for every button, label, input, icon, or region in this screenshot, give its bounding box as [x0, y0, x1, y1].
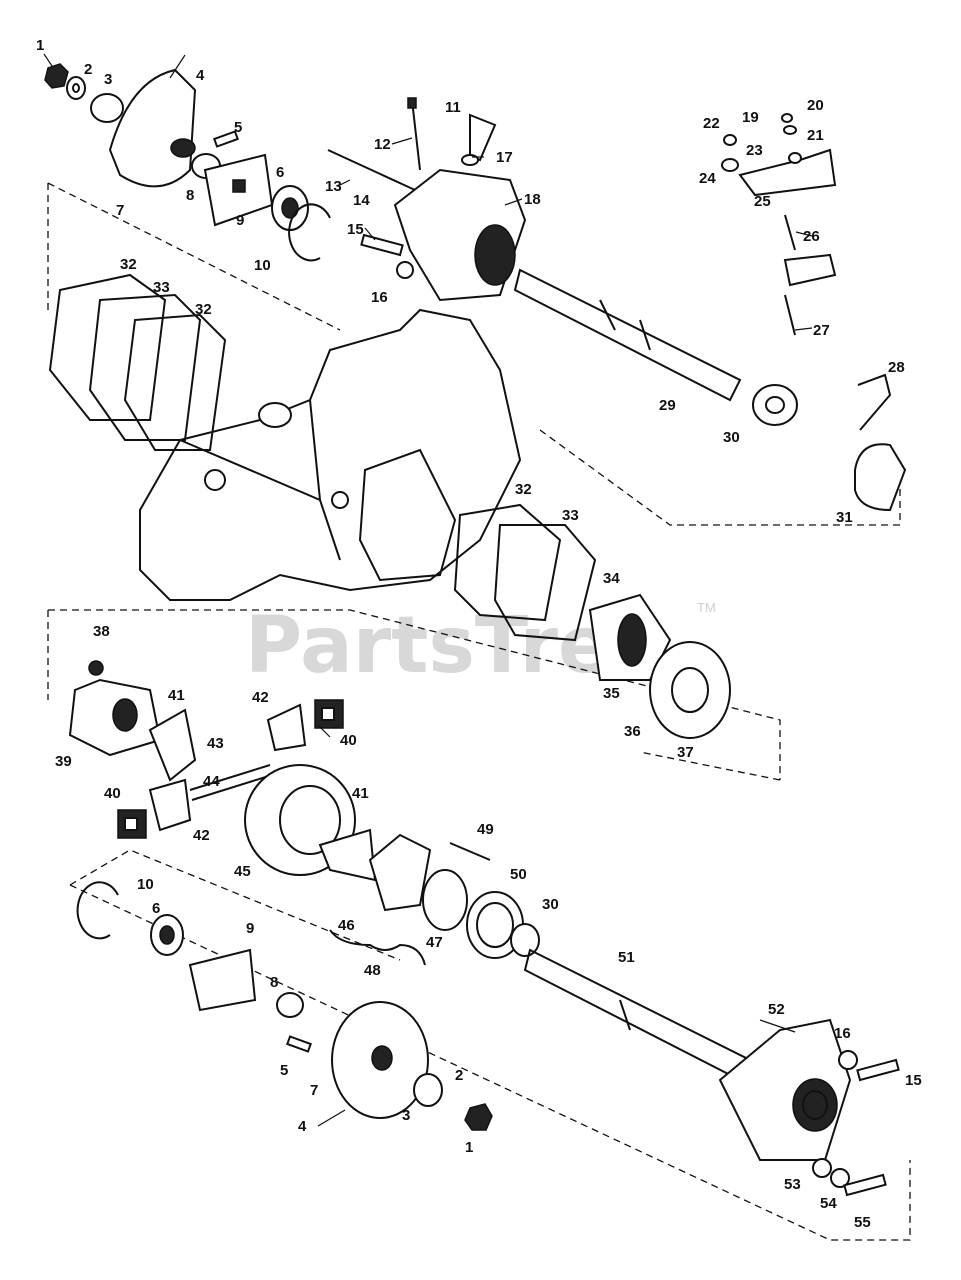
part-label: 2 — [455, 1067, 463, 1084]
part-label: 2 — [84, 61, 92, 78]
part-labels: 1 2 3 4 5 6 7 8 9 10 11 12 13 14 15 16 1… — [36, 37, 922, 1231]
part-label: 40 — [340, 732, 357, 749]
part-label: 23 — [746, 142, 763, 159]
part-label: 9 — [246, 920, 254, 937]
part-label: 13 — [325, 178, 342, 195]
part-label: 43 — [207, 735, 224, 752]
part-label: 8 — [186, 187, 194, 204]
differential-group — [68, 660, 540, 966]
part-label: 34 — [603, 570, 620, 587]
part-label: 22 — [703, 115, 720, 132]
part-label: 29 — [659, 397, 676, 414]
part-label: 42 — [252, 689, 269, 706]
part-label: 6 — [276, 164, 284, 181]
part-label: 33 — [153, 279, 170, 296]
part-label: 4 — [196, 67, 205, 84]
part-label: 31 — [836, 509, 853, 526]
part-label: 7 — [116, 202, 124, 219]
shifter-linkage-group — [721, 113, 907, 512]
part-label: 1 — [36, 37, 44, 54]
part-label: 51 — [618, 949, 635, 966]
bearing-cover-group — [453, 503, 731, 739]
part-label: 17 — [496, 149, 513, 166]
part-label: 40 — [104, 785, 121, 802]
part-label: 15 — [905, 1072, 922, 1089]
part-label: 30 — [542, 896, 559, 913]
part-label: 4 — [298, 1118, 307, 1135]
part-label: 18 — [524, 191, 541, 208]
part-label: 54 — [820, 1195, 837, 1212]
transmission-case — [139, 308, 522, 601]
part-label: 7 — [310, 1082, 318, 1099]
part-label: 1 — [465, 1139, 473, 1156]
part-label: 53 — [784, 1176, 801, 1193]
part-label: 55 — [854, 1214, 871, 1231]
part-label: 10 — [137, 876, 154, 893]
part-label: 19 — [742, 109, 759, 126]
part-label: 37 — [677, 744, 694, 761]
part-label: 27 — [813, 322, 830, 339]
part-label: 36 — [624, 723, 641, 740]
part-label: 45 — [234, 863, 251, 880]
upper-housing-group — [327, 97, 798, 426]
part-label: 9 — [236, 212, 244, 229]
part-label: 44 — [203, 773, 220, 790]
part-label: 16 — [834, 1025, 851, 1042]
part-label: 5 — [280, 1062, 288, 1079]
part-label: 3 — [402, 1107, 410, 1124]
part-label: 32 — [515, 481, 532, 498]
part-label: 12 — [374, 136, 391, 153]
part-label: 39 — [55, 753, 72, 770]
part-label: 42 — [193, 827, 210, 844]
part-label: 49 — [477, 821, 494, 838]
part-label: 16 — [371, 289, 388, 306]
part-label: 26 — [803, 228, 820, 245]
part-label: 11 — [445, 99, 461, 116]
part-label: 6 — [152, 900, 160, 917]
part-label: 35 — [603, 685, 620, 702]
part-label: 15 — [347, 221, 364, 238]
part-label: 52 — [768, 1001, 785, 1018]
part-label: 32 — [120, 256, 137, 273]
assembly-boundaries — [47, 182, 911, 1241]
label-leaders — [43, 53, 813, 1127]
hub-group-upper — [44, 54, 331, 262]
part-label: 50 — [510, 866, 527, 883]
part-label: 32 — [195, 301, 212, 318]
part-label: 46 — [338, 917, 355, 934]
part-label: 14 — [353, 192, 370, 209]
part-label: 41 — [168, 687, 185, 704]
part-label: 28 — [888, 359, 905, 376]
part-label: 20 — [807, 97, 824, 114]
part-label: 10 — [254, 257, 271, 274]
part-label: 8 — [270, 974, 278, 991]
part-label: 33 — [562, 507, 579, 524]
gasket-group-upper — [48, 273, 227, 451]
part-label: 24 — [699, 170, 716, 187]
part-label: 38 — [93, 623, 110, 640]
part-label: 47 — [426, 934, 443, 951]
part-label: 5 — [234, 119, 242, 136]
part-label: 41 — [352, 785, 369, 802]
part-label: 30 — [723, 429, 740, 446]
lower-axle-group — [523, 948, 900, 1197]
hub-group-lower — [76, 881, 493, 1131]
part-label: 25 — [754, 193, 771, 210]
part-label: 48 — [364, 962, 381, 979]
watermark-trademark: TM — [697, 600, 716, 615]
part-label: 21 — [807, 127, 824, 144]
part-label: 3 — [104, 71, 112, 88]
